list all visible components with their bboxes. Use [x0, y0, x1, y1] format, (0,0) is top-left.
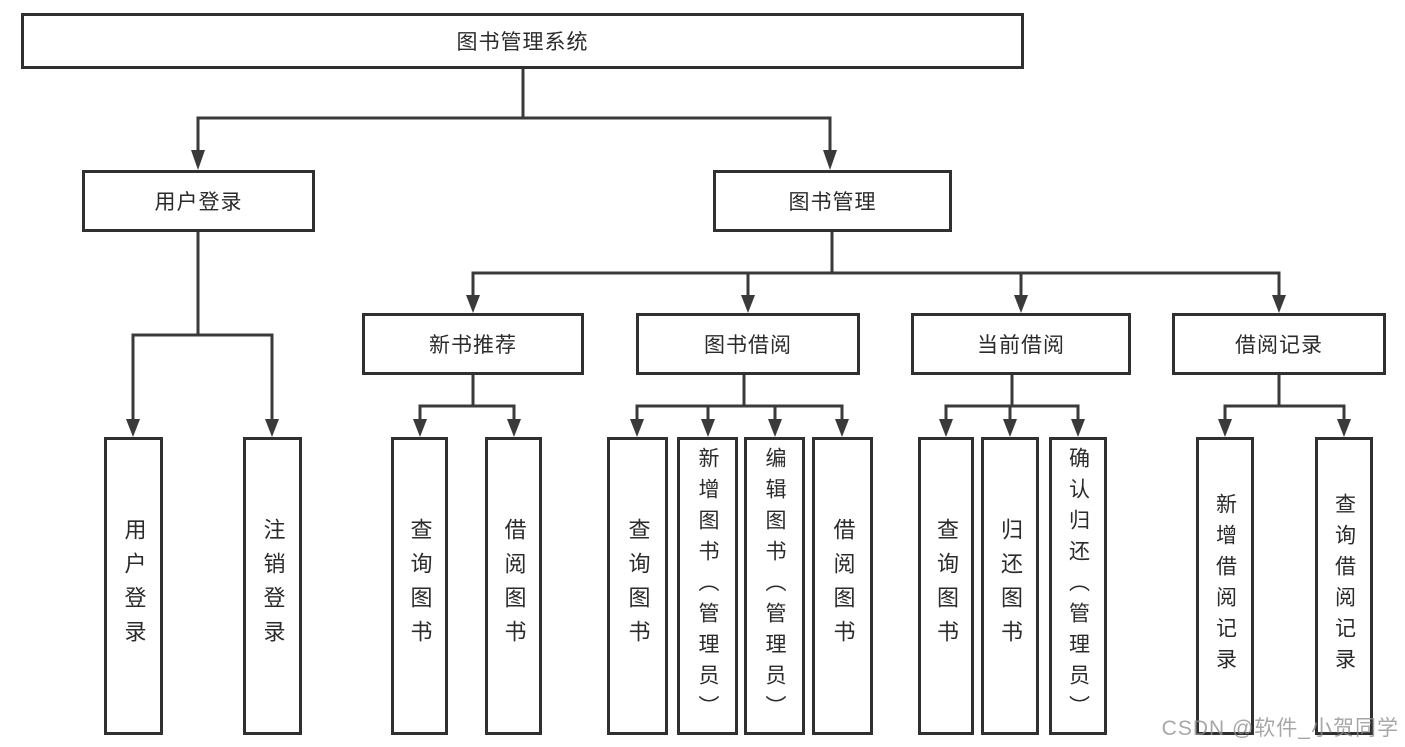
- node-current-borrow: 当前借阅: [911, 313, 1131, 375]
- leaf-user-login: 用户登录: [104, 437, 163, 735]
- watermark: CSDN @软件_小贺同学: [1161, 717, 1399, 740]
- node-new-book-recommend: 新书推荐: [362, 313, 584, 375]
- leaf-query-books-recommend: 查询图书: [391, 437, 448, 735]
- leaf-add-books-admin: 新增图书（管理员）: [677, 437, 738, 735]
- leaf-logout: 注销登录: [243, 437, 302, 735]
- connector-root-to-level2: [191, 67, 837, 170]
- node-borrow-records: 借阅记录: [1172, 313, 1386, 375]
- leaf-query-books-borrow: 查询图书: [607, 437, 668, 735]
- node-user-login: 用户登录: [82, 170, 315, 232]
- node-library-management-system: 图书管理系统: [21, 13, 1024, 69]
- node-book-borrow: 图书借阅: [636, 313, 860, 375]
- connector-book-borrow-to-leaves: [630, 373, 849, 437]
- connector-current-borrow-to-leaves: [939, 373, 1085, 437]
- leaf-borrow-books-recommend: 借阅图书: [485, 437, 542, 735]
- connector-book-management-to-level3: [466, 230, 1286, 313]
- leaf-borrow-books: 借阅图书: [812, 437, 873, 735]
- connector-user-login-to-leaves: [126, 230, 279, 437]
- leaf-query-books-current: 查询图书: [918, 437, 974, 735]
- connector-new-book-to-leaves: [413, 373, 521, 437]
- leaf-add-borrow-record: 新增借阅记录: [1196, 437, 1254, 735]
- leaf-confirm-return-admin: 确认归还（管理员）: [1049, 437, 1107, 735]
- leaf-query-borrow-record: 查询借阅记录: [1315, 437, 1373, 735]
- leaf-return-books: 归还图书: [981, 437, 1039, 735]
- connector-borrow-records-to-leaves: [1218, 373, 1351, 437]
- leaf-edit-books-admin: 编辑图书（管理员）: [744, 437, 805, 735]
- node-book-management: 图书管理: [713, 170, 952, 232]
